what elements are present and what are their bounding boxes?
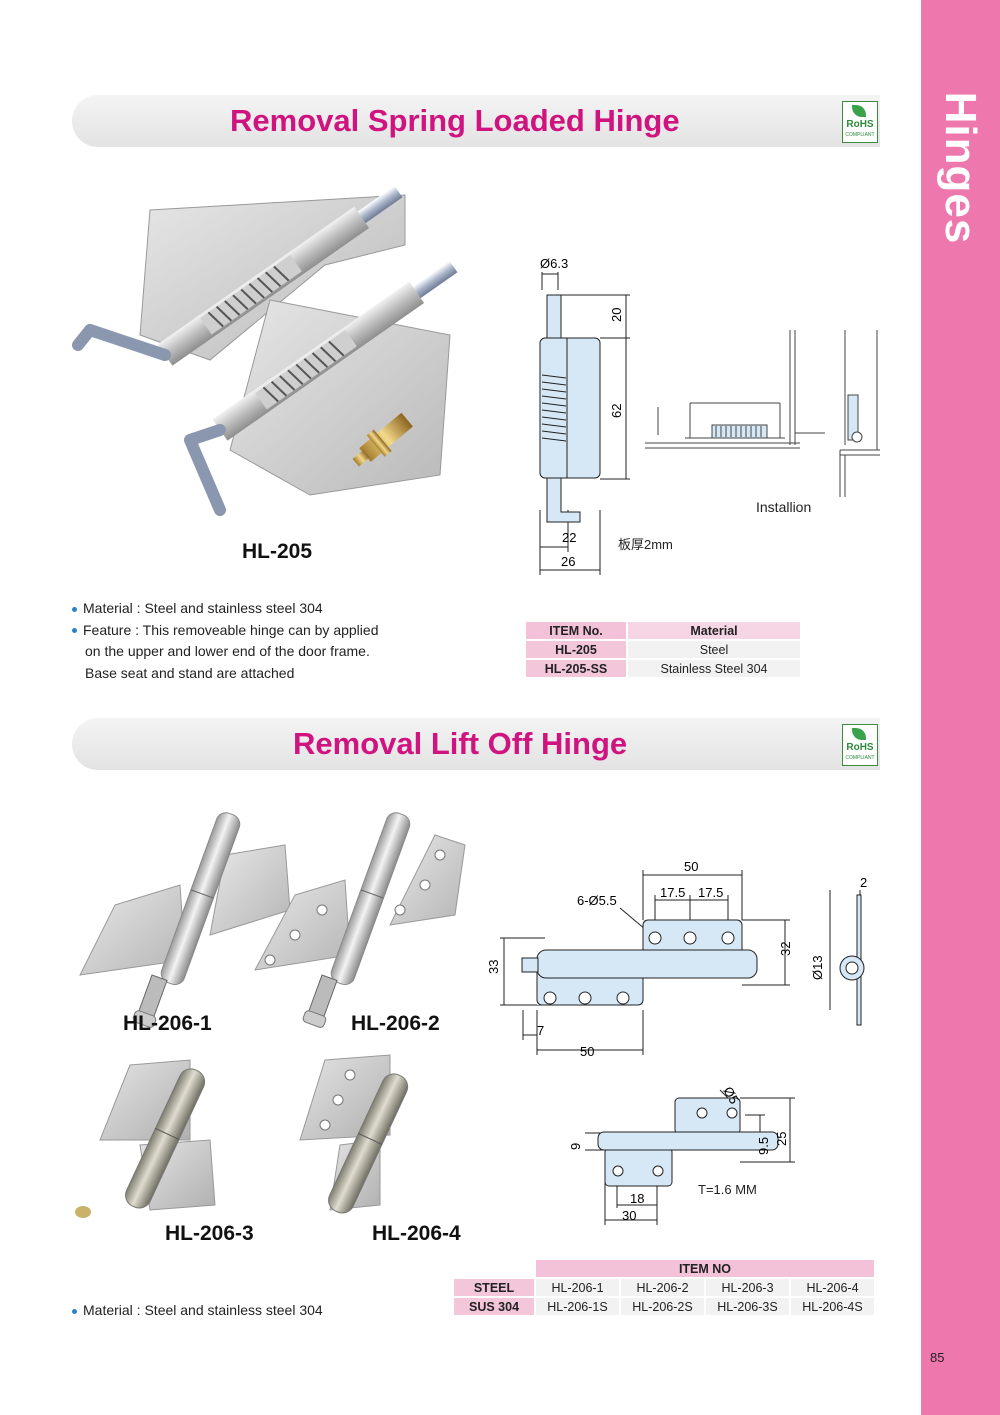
section-header-bar (72, 718, 880, 770)
model-label: HL-206-3 (165, 1222, 254, 1245)
table-cell: Stainless Steel 304 (628, 660, 800, 677)
bullet-icon (72, 606, 77, 612)
dim-50-bottom: 50 (580, 1044, 594, 1059)
table-cell: HL-206-2 (621, 1279, 704, 1296)
table-cell: SUS 304 (454, 1298, 534, 1315)
hinge-hl206-3-4-image (75, 1054, 409, 1218)
thickness-note: T=1.6 MM (698, 1182, 757, 1197)
bullet-icon (72, 628, 77, 634)
table-cell: HL-206-1S (536, 1298, 619, 1315)
bullet-icon (72, 1308, 77, 1314)
dim-62: 62 (609, 404, 624, 418)
dim-25: 25 (774, 1132, 789, 1146)
dim-dia13: Ø13 (810, 955, 825, 980)
table-row: SUS 304 HL-206-1S HL-206-2S HL-206-3S HL… (454, 1298, 874, 1315)
dim-dia: Ø6.3 (540, 256, 568, 271)
dim-32: 32 (778, 942, 793, 956)
table-cell: HL-205-SS (526, 660, 626, 677)
dim-50-top: 50 (684, 859, 698, 874)
leaf-icon (852, 728, 866, 740)
table-cell: HL-206-4S (791, 1298, 874, 1315)
table-cell: HL-206-2S (621, 1298, 704, 1315)
table-cell: HL-205 (526, 641, 626, 658)
section-title: Removal Spring Loaded Hinge (230, 103, 680, 138)
side-tab (921, 0, 1000, 1415)
dim-9-5: 9.5 (756, 1137, 771, 1155)
rohs-text: RoHS (846, 742, 874, 753)
leaf-icon (852, 105, 866, 117)
dim-20: 20 (609, 308, 624, 322)
rohs-text: RoHS (846, 119, 874, 130)
table-cell: HL-206-3S (706, 1298, 789, 1315)
section-header-bar (72, 95, 880, 147)
installation-label: Installion (756, 499, 812, 515)
rohs-sub: COMPLIANT (845, 755, 875, 761)
page-number: 85 (930, 1350, 945, 1365)
table-row: STEEL HL-206-1 HL-206-2 HL-206-3 HL-206-… (454, 1279, 874, 1296)
table-header: ITEM No. (526, 622, 626, 639)
hl206-technical-drawing-top: 50 17.5 17.5 6-Ø5.5 33 32 7 50 Ø13 2 (486, 859, 867, 1059)
dim-2: 2 (860, 875, 867, 890)
spec-bullets: Material : Steel and stainless steel 304 (72, 1300, 323, 1322)
installation-drawing (645, 330, 880, 497)
material-table: ITEM No. Material HL-205 Steel HL-205-SS… (524, 620, 802, 679)
table-header: ITEM NO (536, 1260, 874, 1277)
dim-26: 26 (561, 554, 575, 569)
dim-33: 33 (486, 960, 501, 974)
table-cell: HL-206-3 (706, 1279, 789, 1296)
table-header: Material (628, 622, 800, 639)
holes-label: 6-Ø5.5 (577, 893, 617, 908)
hinge-hl205-image (72, 185, 458, 516)
hl205-technical-drawing: Ø6.3 20 62 22 26 (539, 256, 630, 575)
dim-17-5-a: 17.5 (660, 885, 685, 900)
thickness-note: 板厚2mm (618, 537, 673, 552)
hl206-technical-drawing-bottom: Ø5 9 9.5 25 18 30 (568, 1084, 795, 1225)
table-row: HL-205-SS Stainless Steel 304 (526, 660, 800, 677)
table-cell: HL-206-1 (536, 1279, 619, 1296)
model-label: HL-206-4 (372, 1222, 461, 1245)
section-title: Removal Lift Off Hinge (293, 726, 628, 761)
model-label: HL-206-1 (123, 1012, 212, 1035)
model-label: HL-206-2 (351, 1012, 440, 1035)
dim-7: 7 (537, 1023, 544, 1038)
rohs-badge: RoHS COMPLIANT (842, 724, 878, 766)
model-label: HL-205 (242, 540, 313, 563)
table-cell: Steel (628, 641, 800, 658)
item-table: ITEM NO STEEL HL-206-1 HL-206-2 HL-206-3… (452, 1258, 876, 1317)
dim-9: 9 (568, 1143, 583, 1150)
dim-22: 22 (562, 530, 576, 545)
feature-text-2: on the upper and lower end of the door f… (85, 643, 370, 659)
dim-18: 18 (630, 1191, 644, 1206)
hinge-hl206-1-2-image (79, 812, 466, 1028)
table-row: HL-205 Steel (526, 641, 800, 658)
rohs-badge: RoHS COMPLIANT (842, 101, 878, 143)
side-tab-label: Hinges (936, 91, 985, 245)
material-text: Material : Steel and stainless steel 304 (83, 1302, 323, 1318)
dim-17-5-b: 17.5 (698, 885, 723, 900)
feature-text-3: Base seat and stand are attached (85, 664, 295, 681)
table-cell: STEEL (454, 1279, 534, 1296)
rohs-sub: COMPLIANT (845, 132, 875, 138)
feature-text: Feature : This removeable hinge can by a… (83, 621, 379, 638)
table-cell: HL-206-4 (791, 1279, 874, 1296)
material-text: Material : Steel and stainless steel 304 (83, 600, 323, 616)
dim-30: 30 (622, 1208, 636, 1223)
spec-bullets: Material : Steel and stainless steel 304… (72, 598, 378, 684)
